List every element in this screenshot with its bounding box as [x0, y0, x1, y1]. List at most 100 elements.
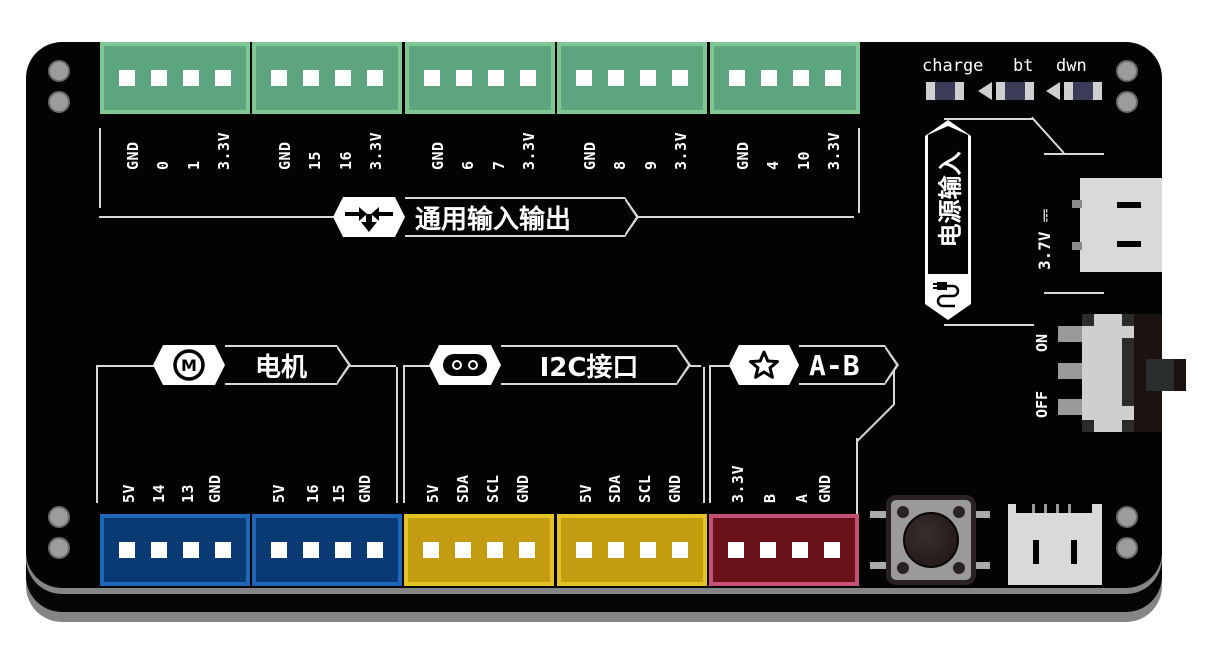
led-arrow-icon [978, 82, 992, 100]
pin-label: GND [734, 141, 752, 170]
pin-label: 3.3V [825, 131, 843, 170]
switch-off-label: OFF [1033, 390, 1051, 418]
pin-label: SDA [606, 474, 624, 503]
reset-button[interactable] [903, 512, 959, 568]
power-section-label: 电源输入 [936, 151, 965, 247]
ab-connector[interactable] [709, 514, 859, 586]
pin-label: 9 [642, 160, 660, 170]
led-label-bt: bt [1013, 56, 1034, 76]
i2c-section-label: I2C接口 [501, 345, 691, 385]
gpio-connector-2[interactable] [252, 42, 402, 114]
pin-label: GND [666, 474, 684, 503]
pin-label: 10 [795, 150, 813, 170]
pin-label: 3.3V [729, 464, 747, 503]
motor-section-tag: M 电机 [153, 345, 351, 385]
mounting-hole [1116, 60, 1138, 82]
pcb-board [26, 42, 1162, 588]
pin-label: SCL [636, 474, 654, 503]
pin-label: 8 [611, 160, 629, 170]
star-icon [729, 345, 799, 385]
gpio-bracket-bottom-right [626, 216, 854, 218]
i2c-connector-2[interactable] [557, 514, 707, 586]
pin-label: 5V [120, 483, 138, 503]
gpio-section-label: 通用输入输出 [405, 197, 639, 237]
power-bracket-bottom [944, 324, 1034, 326]
motor-bracket-top-left [96, 365, 154, 367]
pin-label: 0 [154, 160, 172, 170]
gpio-connector-5[interactable] [710, 42, 860, 114]
pin-label: GND [429, 141, 447, 170]
ab-bracket-right [893, 367, 895, 405]
mounting-hole [48, 506, 70, 528]
expansion-connector[interactable] [1008, 504, 1102, 585]
mounting-hole [48, 537, 70, 559]
pin-label: 5V [270, 483, 288, 503]
switch-lead [1058, 363, 1084, 379]
pin-label: 5V [577, 483, 595, 503]
battery-connector[interactable] [1080, 178, 1162, 272]
motor-section-label: 电机 [225, 345, 351, 385]
motor-bracket-right [396, 367, 398, 503]
led-label-dwn: dwn [1056, 56, 1087, 76]
motor-connector-1[interactable] [100, 514, 250, 586]
pin-label: A [793, 493, 811, 503]
ab-section-tag: A-B [729, 345, 899, 385]
pin-label: 14 [150, 483, 168, 503]
charge-led [926, 82, 964, 100]
led-label-charge: charge [922, 56, 984, 76]
connector-lead [1072, 242, 1082, 250]
pin-label: 7 [490, 160, 508, 170]
pin-label: SDA [454, 474, 472, 503]
connector-lead [1072, 200, 1082, 208]
pin-label: 15 [330, 483, 348, 503]
power-bracket-bottom-right [1044, 292, 1104, 294]
gpio-connector-3[interactable] [405, 42, 555, 114]
gpio-connector-4[interactable] [557, 42, 707, 114]
switch-lead [1058, 399, 1084, 415]
ab-section-label: A-B [799, 345, 899, 385]
pin-label: GND [276, 141, 294, 170]
pin-label: GND [514, 474, 532, 503]
power-switch-body [1082, 314, 1134, 432]
button-lead [972, 562, 990, 569]
pin-label: GND [124, 141, 142, 170]
i2c-connector-1[interactable] [404, 514, 554, 586]
i2c-bracket-left [403, 367, 405, 503]
pin-label: 4 [764, 160, 782, 170]
ab-bracket-lower [856, 438, 858, 514]
power-bracket-top-right [1044, 153, 1104, 155]
svg-text:M: M [181, 356, 197, 375]
voltage-label: 3.7V ⎓ [1035, 209, 1054, 270]
bt-led [996, 82, 1034, 100]
dwn-led [1064, 82, 1102, 100]
power-plug-icon [933, 278, 963, 312]
button-lead [870, 562, 890, 569]
gpio-connector-1[interactable] [100, 42, 250, 114]
pin-label: GND [816, 474, 834, 503]
power-section-tag: 电源输入 [925, 120, 971, 320]
motor-connector-2[interactable] [252, 514, 402, 586]
gpio-bracket-right [858, 128, 860, 213]
mounting-hole [1116, 537, 1138, 559]
power-bracket-top [944, 118, 1034, 120]
gpio-bracket-bottom-left [99, 216, 335, 218]
ab-bracket-left [709, 367, 711, 503]
mounting-hole [1116, 91, 1138, 113]
pin-label: 3.3V [672, 131, 690, 170]
pin-label: GND [356, 474, 374, 503]
mounting-hole [48, 91, 70, 113]
connector-slot [1117, 241, 1141, 247]
pin-label: SCL [484, 474, 502, 503]
pin-label: 16 [304, 483, 322, 503]
i2c-bracket-top-left [403, 365, 431, 367]
pin-label: GND [206, 474, 224, 503]
button-lead [870, 511, 890, 518]
power-switch-toggle[interactable] [1146, 359, 1186, 391]
gpio-bracket-left [99, 128, 101, 208]
connector-slot [1117, 202, 1141, 208]
pin-label: 16 [337, 150, 355, 170]
ab-bracket-top-left [709, 365, 731, 367]
mounting-hole [1116, 506, 1138, 528]
pin-label: 1 [185, 160, 203, 170]
pin-label: 3.3V [215, 131, 233, 170]
